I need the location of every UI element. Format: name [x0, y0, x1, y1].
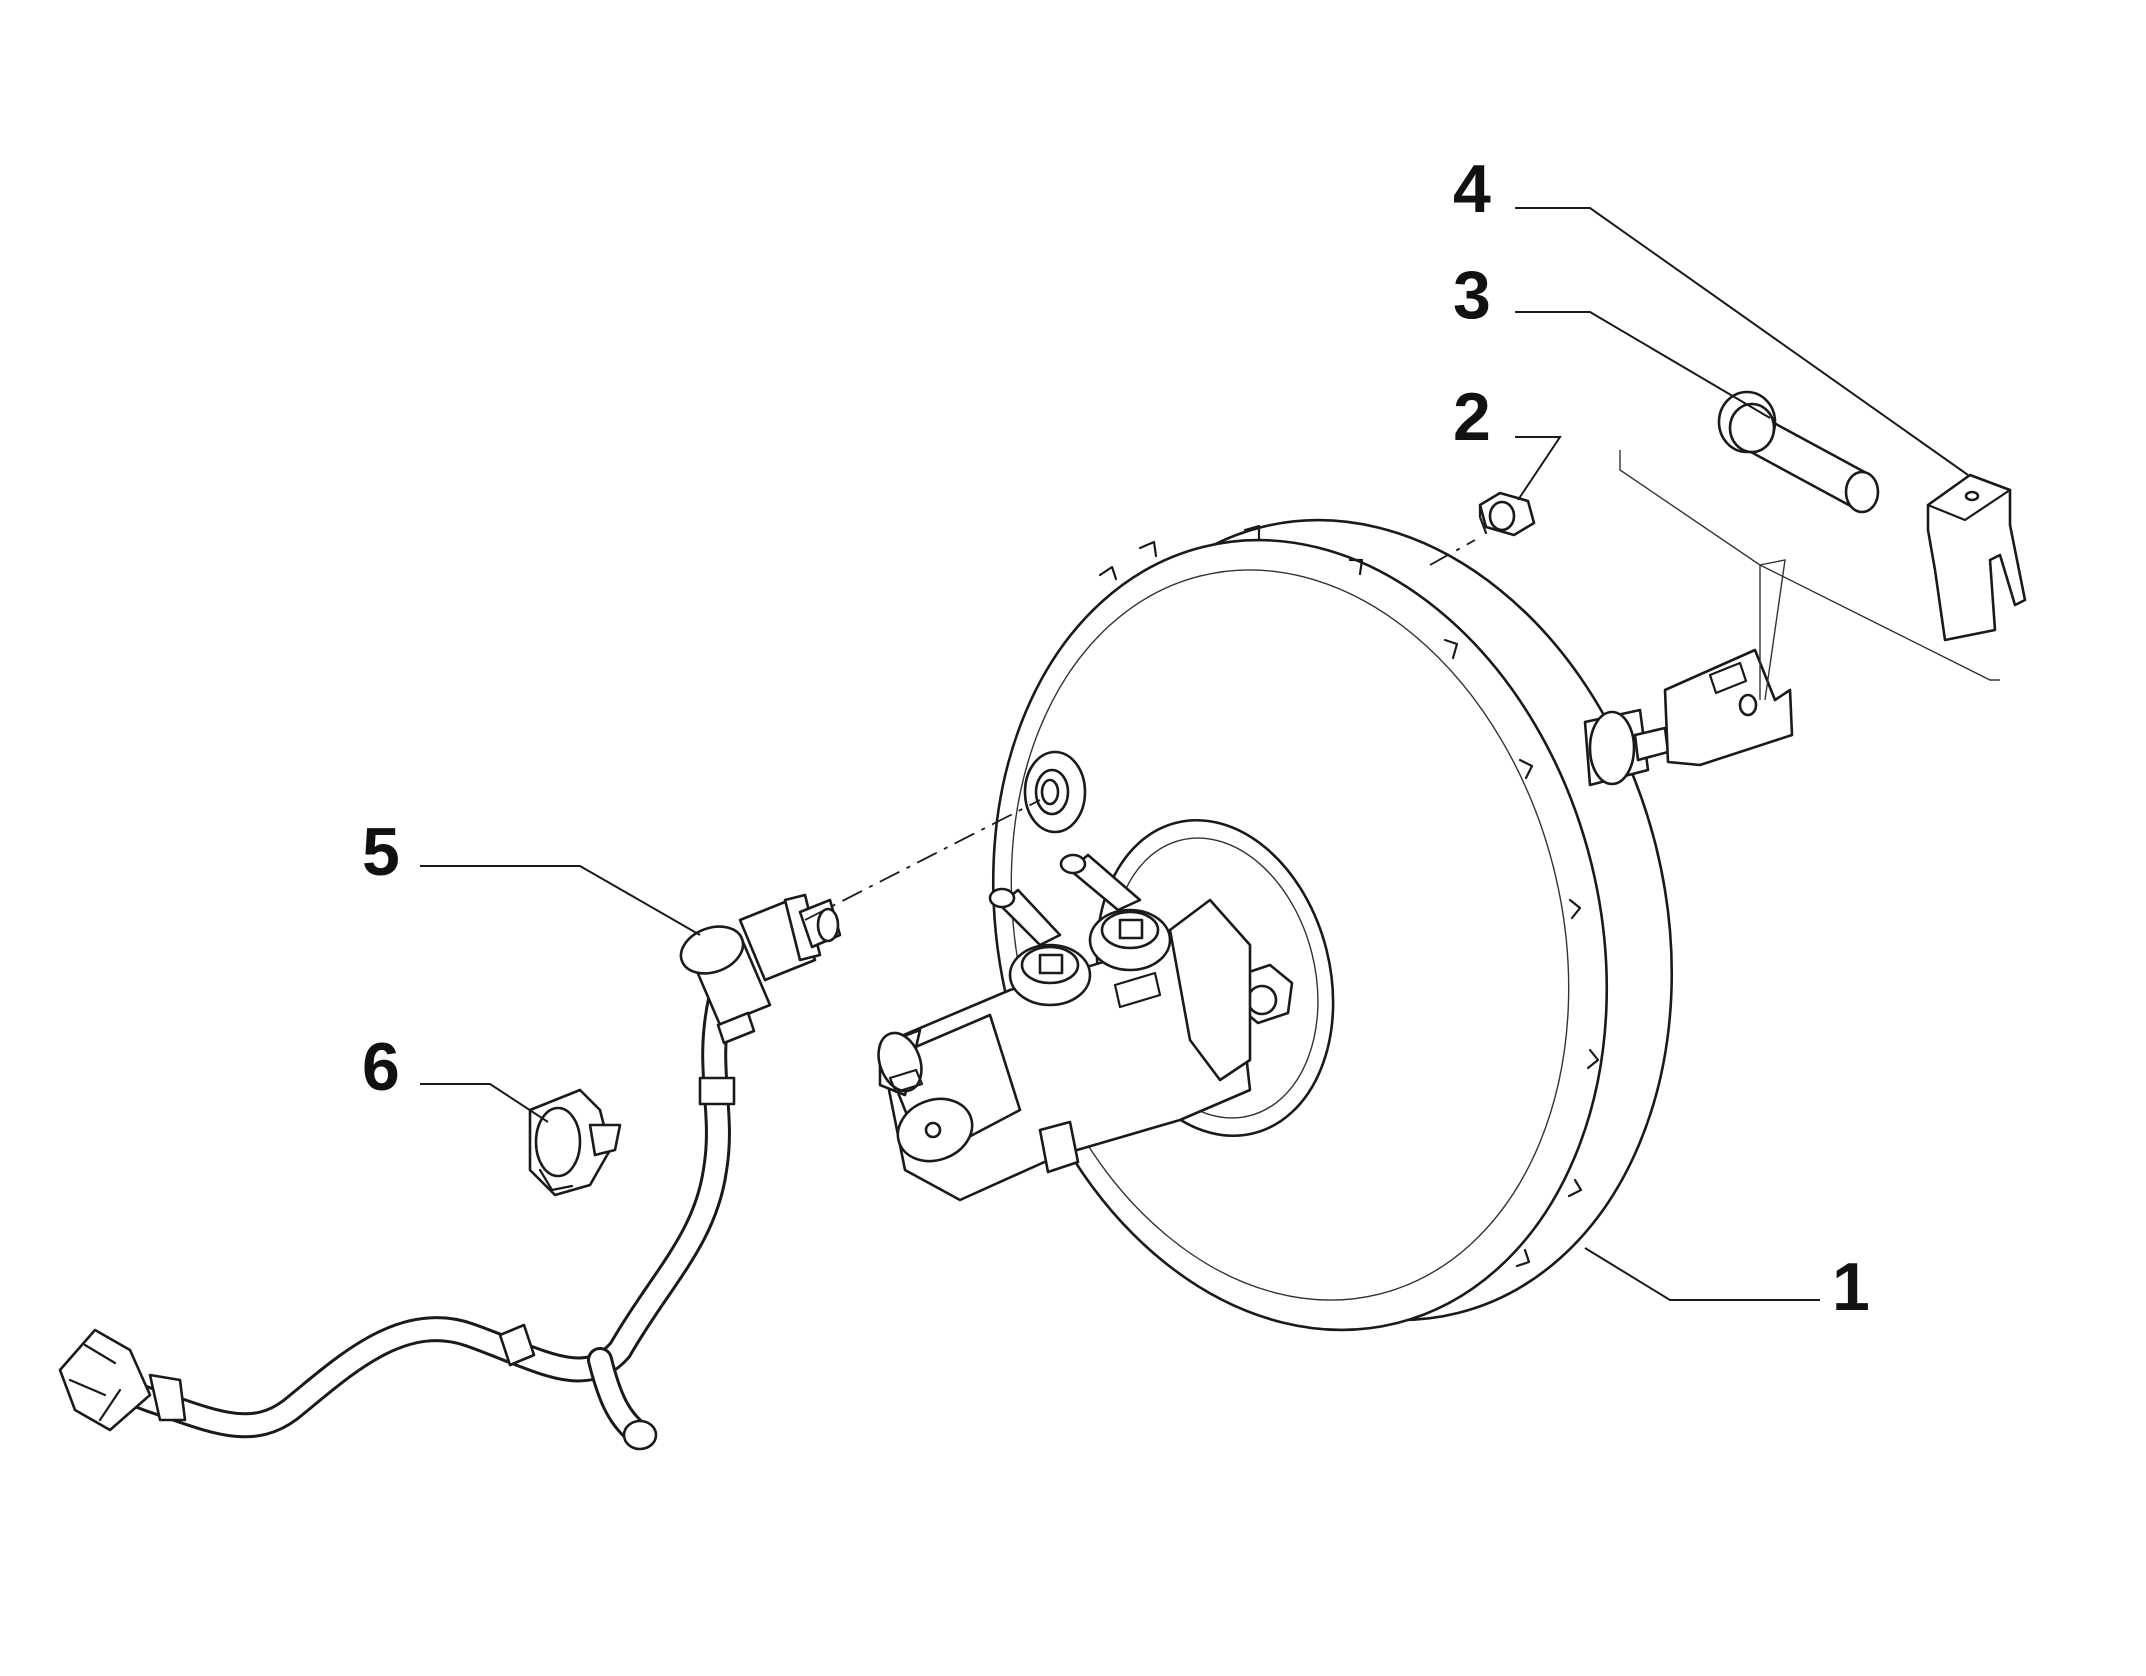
nut [1478, 491, 1536, 537]
leader-lines [420, 207, 1969, 1301]
clip [1926, 473, 2027, 642]
callout-labels: 1 2 3 4 5 6 [362, 151, 1870, 1325]
servo-band-notches [1098, 524, 1600, 1268]
assembly-center-lines [804, 450, 2000, 921]
reservoir-port-rear [1059, 853, 1172, 972]
servo-push-rod [1583, 648, 1794, 787]
callout-4: 4 [1453, 151, 1491, 227]
servo-vacuum-port [1023, 750, 1087, 834]
hose-end-connector [58, 1328, 187, 1432]
callout-5: 5 [362, 814, 400, 890]
pin [1717, 390, 1880, 514]
reservoir-port-front [988, 887, 1092, 1007]
callout-2: 2 [1453, 379, 1491, 455]
master-cylinder [877, 853, 1294, 1202]
callout-3: 3 [1453, 257, 1491, 333]
callout-6: 6 [362, 1029, 400, 1105]
hose-check-valve [679, 893, 842, 1045]
vacuum-hose [58, 893, 842, 1451]
callout-1: 1 [1832, 1249, 1870, 1325]
hose-clamp [528, 1088, 622, 1197]
